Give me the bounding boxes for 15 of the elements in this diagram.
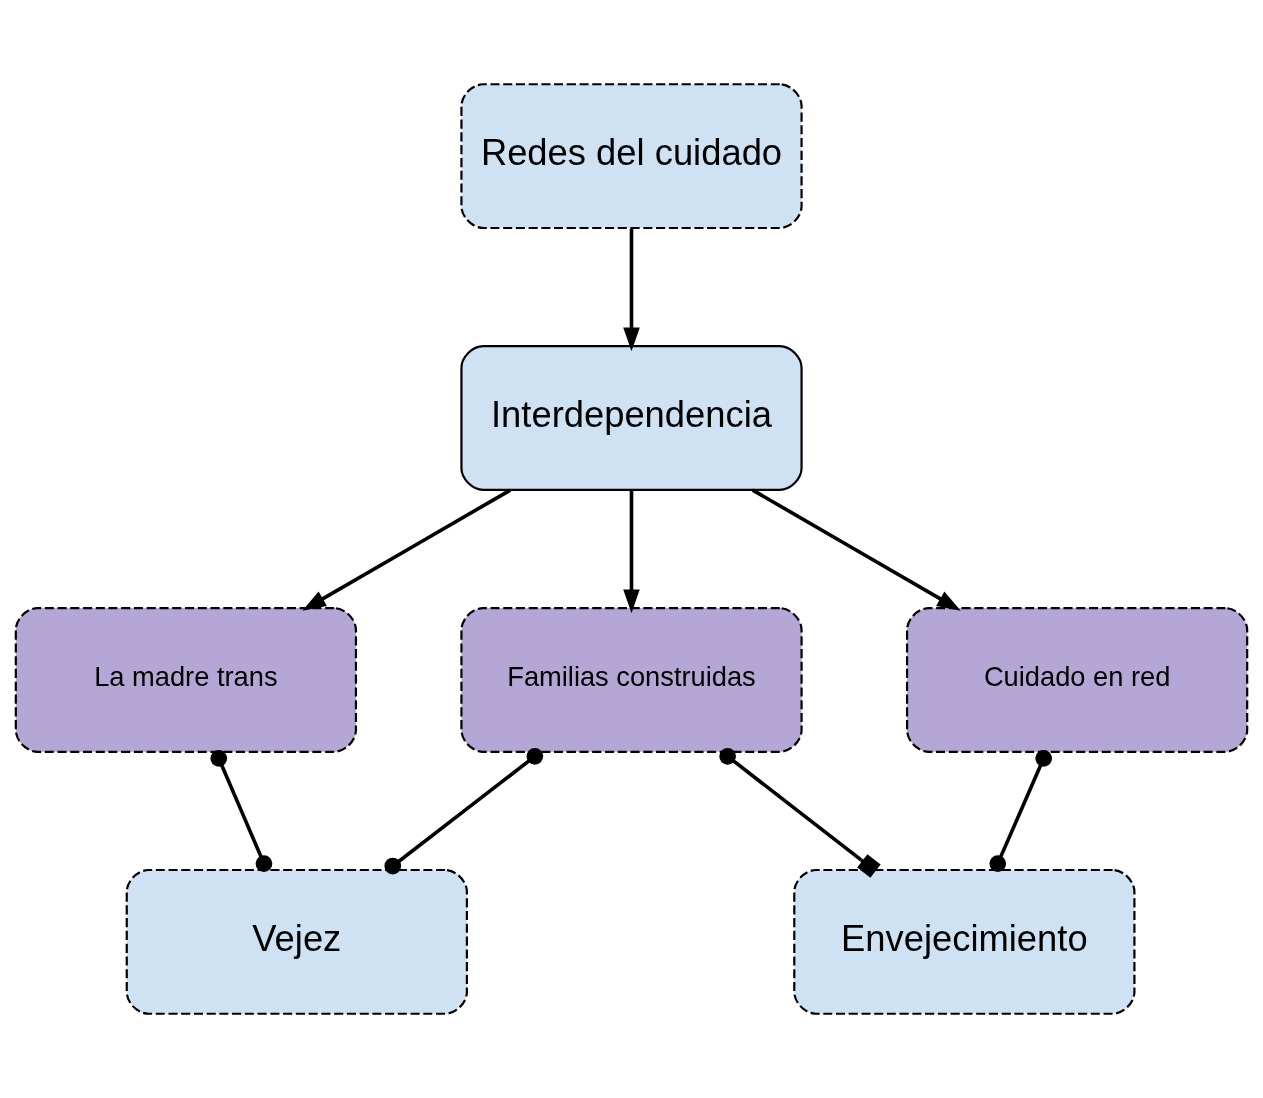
arrow (302, 488, 512, 611)
node-box: Interdependencia (460, 345, 803, 491)
connector (989, 750, 1053, 872)
arrow (623, 228, 640, 352)
node-box: Vejez (125, 868, 468, 1015)
node-box: Cuidado en red (905, 607, 1249, 753)
node-box: Redes del cuidado (460, 83, 803, 230)
arrow (623, 490, 640, 614)
node-box: Envejecimiento (793, 868, 1136, 1015)
node-box: Familias construidas (460, 607, 803, 753)
connector (719, 748, 881, 878)
node-box: La madre trans (14, 607, 358, 753)
connector (210, 750, 273, 872)
connector (384, 747, 544, 875)
arrow (751, 488, 961, 611)
